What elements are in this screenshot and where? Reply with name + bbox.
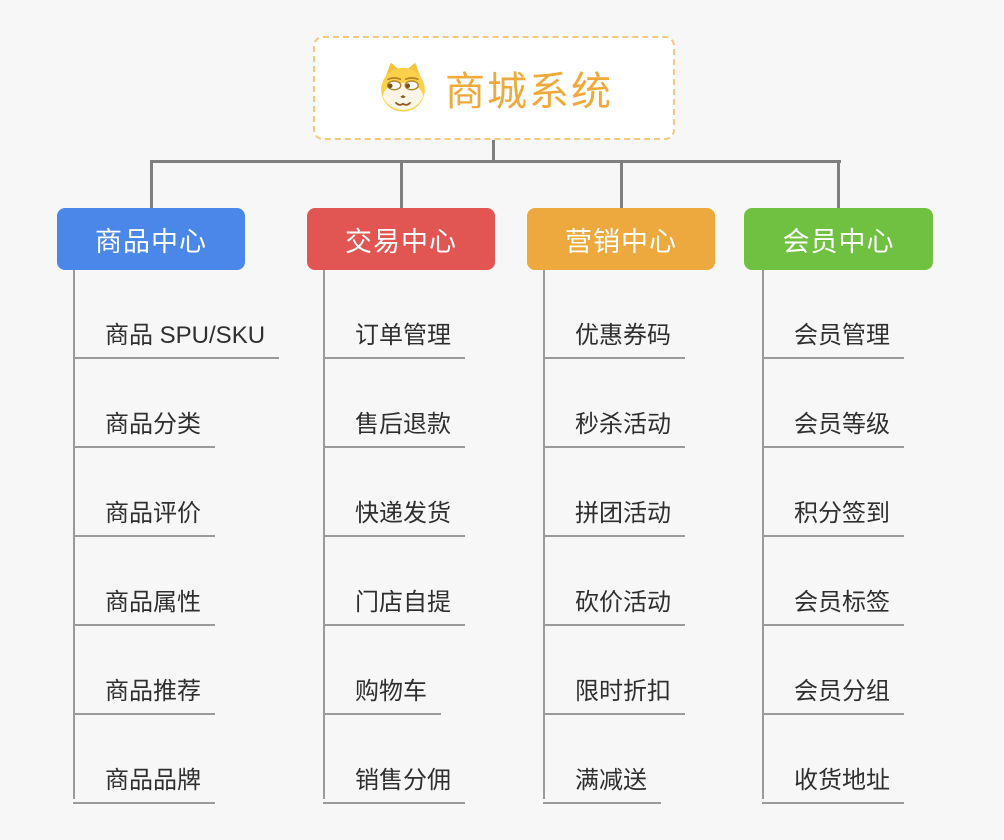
child-node[interactable]: 积分签到 <box>762 448 997 537</box>
child-node[interactable]: 会员标签 <box>762 537 997 626</box>
child-node-label: 收货地址 <box>762 760 904 804</box>
child-node-label: 商品评价 <box>73 493 215 537</box>
child-node[interactable]: 商品属性 <box>73 537 308 626</box>
branch-trunk-line <box>323 270 325 799</box>
child-node-label: 商品分类 <box>73 404 215 448</box>
connector-root-stub <box>492 140 495 161</box>
child-node-label: 商品品牌 <box>73 760 215 804</box>
child-node-label: 拼团活动 <box>543 493 685 537</box>
child-node[interactable]: 售后退款 <box>323 359 558 448</box>
child-node-label: 会员等级 <box>762 404 904 448</box>
child-node-label: 会员管理 <box>762 315 904 359</box>
child-node[interactable]: 购物车 <box>323 626 558 715</box>
child-node-label: 会员分组 <box>762 671 904 715</box>
connector-drop-members <box>837 161 840 208</box>
child-node-label: 门店自提 <box>323 582 465 626</box>
child-node-label: 秒杀活动 <box>543 404 685 448</box>
child-node-label: 砍价活动 <box>543 582 685 626</box>
child-node[interactable]: 会员管理 <box>762 270 997 359</box>
branch-header-label: 营销中心 <box>565 226 677 257</box>
connector-drop-trade <box>400 161 403 208</box>
branch-column-member-center: 会员管理 会员等级 积分签到 会员标签 会员分组 收货地址 <box>762 270 997 804</box>
child-node[interactable]: 商品品牌 <box>73 715 308 804</box>
child-node-label: 销售分佣 <box>323 760 465 804</box>
child-node-label: 购物车 <box>323 671 441 715</box>
root-title: 商城系统 <box>445 70 613 114</box>
child-node[interactable]: 商品评价 <box>73 448 308 537</box>
child-node-label: 快递发货 <box>323 493 465 537</box>
branch-trunk-line <box>543 270 545 799</box>
child-node-label: 满减送 <box>543 760 661 804</box>
branch-trunk-line <box>73 270 75 799</box>
branch-header-member-center[interactable]: 会员中心 <box>744 208 933 270</box>
child-node[interactable]: 限时折扣 <box>543 626 778 715</box>
branch-header-product-center[interactable]: 商品中心 <box>57 208 245 270</box>
branch-column-trade-center: 订单管理 售后退款 快递发货 门店自提 购物车 销售分佣 <box>323 270 558 804</box>
branch-column-product-center: 商品 SPU/SKU 商品分类 商品评价 商品属性 商品推荐 商品品牌 <box>73 270 308 804</box>
branch-header-label: 会员中心 <box>782 226 895 257</box>
child-node[interactable]: 砍价活动 <box>543 537 778 626</box>
branch-header-trade-center[interactable]: 交易中心 <box>307 208 495 270</box>
branch-header-marketing-center[interactable]: 营销中心 <box>527 208 715 270</box>
child-node[interactable]: 快递发货 <box>323 448 558 537</box>
child-node[interactable]: 门店自提 <box>323 537 558 626</box>
connector-horizontal-bar <box>150 160 841 163</box>
child-node-label: 订单管理 <box>323 315 465 359</box>
child-node-label: 商品属性 <box>73 582 215 626</box>
child-node-label: 限时折扣 <box>543 671 685 715</box>
branch-header-label: 交易中心 <box>345 226 457 257</box>
child-node-label: 售后退款 <box>323 404 465 448</box>
child-node-label: 优惠券码 <box>543 315 685 359</box>
branch-trunk-line <box>762 270 764 799</box>
child-node[interactable]: 销售分佣 <box>323 715 558 804</box>
connector-drop-products <box>150 161 153 208</box>
child-node[interactable]: 商品 SPU/SKU <box>73 270 308 359</box>
child-node[interactable]: 满减送 <box>543 715 778 804</box>
child-node[interactable]: 商品推荐 <box>73 626 308 715</box>
child-node-label: 商品 SPU/SKU <box>73 315 280 359</box>
branch-header-label: 商品中心 <box>95 226 207 257</box>
dog-face-icon <box>381 62 425 112</box>
child-node[interactable]: 会员等级 <box>762 359 997 448</box>
child-node[interactable]: 商品分类 <box>73 359 308 448</box>
child-node[interactable]: 会员分组 <box>762 626 997 715</box>
child-node[interactable]: 订单管理 <box>323 270 558 359</box>
child-node-label: 会员标签 <box>762 582 904 626</box>
root-node-mall-system[interactable]: 商城系统 <box>313 36 675 140</box>
child-node[interactable]: 秒杀活动 <box>543 359 778 448</box>
connector-drop-marketing <box>620 161 623 208</box>
child-node[interactable]: 优惠券码 <box>543 270 778 359</box>
branch-column-marketing-center: 优惠券码 秒杀活动 拼团活动 砍价活动 限时折扣 满减送 <box>543 270 778 804</box>
child-node-label: 商品推荐 <box>73 671 215 715</box>
child-node-label: 积分签到 <box>762 493 904 537</box>
child-node[interactable]: 收货地址 <box>762 715 997 804</box>
child-node[interactable]: 拼团活动 <box>543 448 778 537</box>
